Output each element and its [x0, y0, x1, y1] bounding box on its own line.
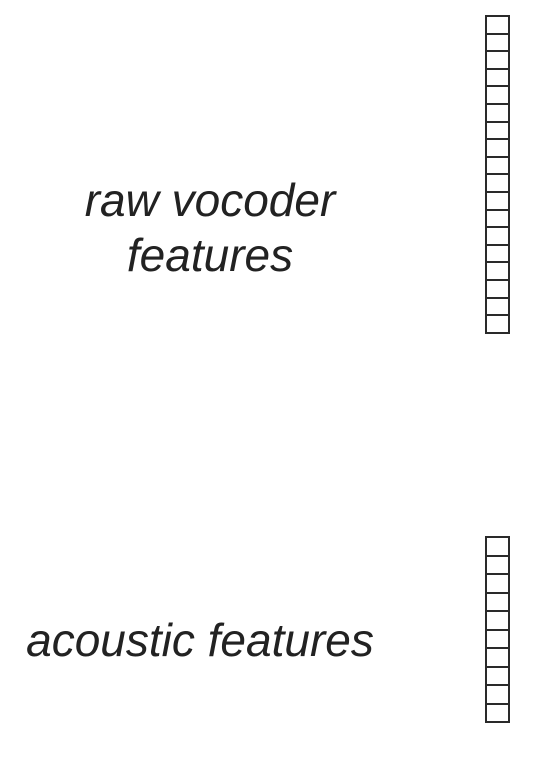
acoustic-feature-cell — [485, 702, 510, 723]
acoustic-feature-cell — [485, 573, 510, 594]
acoustic-feature-cell — [485, 684, 510, 705]
acoustic-feature-cell — [485, 647, 510, 668]
acoustic-feature-cell — [485, 610, 510, 631]
acoustic-feature-vector — [485, 536, 510, 723]
acoustic-feature-cell — [485, 591, 510, 612]
raw-vocoder-feature-vector — [485, 15, 510, 334]
acoustic-feature-cell — [485, 554, 510, 575]
raw-vocoder-feature-cell — [485, 314, 510, 334]
acoustic-feature-cell — [485, 665, 510, 686]
raw-vocoder-label-line1: raw vocoder — [84, 174, 336, 226]
acoustic-features-label: acoustic features — [26, 614, 374, 666]
raw-vocoder-label-line2: features — [126, 229, 294, 281]
acoustic-feature-cell — [485, 536, 510, 557]
raw-vocoder-features-label: raw vocoder features — [20, 173, 400, 283]
acoustic-feature-cell — [485, 628, 510, 649]
